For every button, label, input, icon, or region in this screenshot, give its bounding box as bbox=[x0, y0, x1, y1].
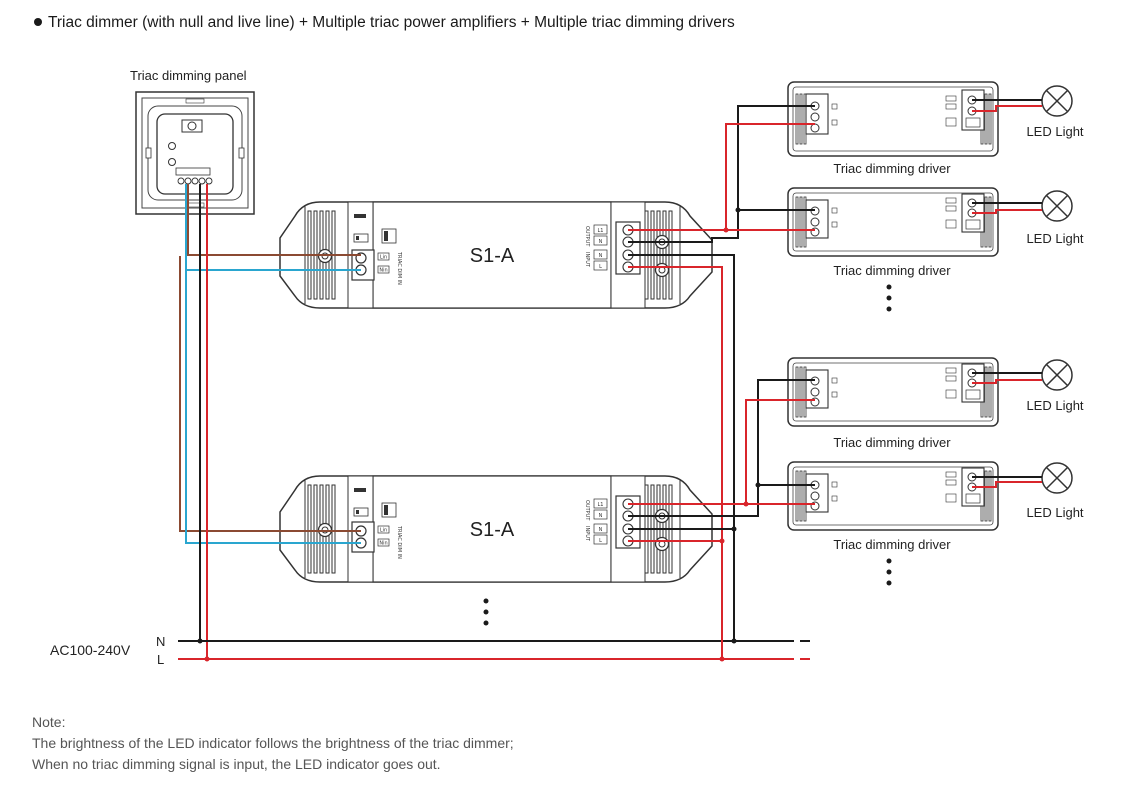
bullet-dot bbox=[34, 17, 42, 26]
driver-3-label: Triac dimming driver bbox=[833, 435, 951, 450]
note-heading: Note: bbox=[32, 714, 66, 730]
title-text: Triac dimmer (with null and live line) +… bbox=[48, 14, 735, 31]
driver-1-label: Triac dimming driver bbox=[833, 161, 951, 176]
note-line-1: The brightness of the LED indicator foll… bbox=[32, 735, 514, 751]
wire-led1-l bbox=[972, 105, 1042, 112]
wire-led4-l bbox=[972, 481, 1042, 488]
amp1-term-l1: L1 bbox=[598, 228, 604, 234]
led-light-4: LED Light bbox=[1026, 462, 1084, 520]
wire-led2-l bbox=[972, 209, 1042, 214]
wire-amp1-input-l bbox=[628, 266, 723, 659]
wire-amp1-out-l bbox=[628, 123, 815, 231]
led-light-4-label: LED Light bbox=[1026, 505, 1083, 520]
junctions-live bbox=[204, 227, 749, 662]
amp1-triac-label: TRIAC DIM IN bbox=[396, 251, 402, 285]
led-light-2: LED Light bbox=[1026, 190, 1084, 246]
driver-4: Triac dimming driver bbox=[787, 461, 999, 552]
amp1-term-n-in: N bbox=[599, 253, 603, 259]
amplifier-1: Lin Nin TRIAC DIM IN S1-A OUTPUT INPUT L… bbox=[279, 201, 713, 309]
wire-amp1-input-n bbox=[628, 254, 735, 641]
amp1-model: S1-A bbox=[470, 245, 515, 267]
continuation-dots bbox=[483, 284, 892, 626]
wire-amp1-out-n bbox=[628, 105, 815, 243]
wire-triac-lin-2 bbox=[179, 256, 361, 532]
amp2-term-n-in: N bbox=[599, 527, 603, 533]
note-line-2: When no triac dimming signal is input, t… bbox=[32, 756, 441, 772]
amp1-output-label: OUTPUT bbox=[584, 226, 590, 247]
wire-triac-lin bbox=[187, 184, 361, 256]
panel-label: Triac dimming panel bbox=[130, 68, 247, 83]
amp1-term-l-in: L bbox=[599, 264, 602, 270]
driver-3: Triac dimming driver bbox=[787, 357, 999, 450]
driver-1: Triac dimming driver bbox=[787, 81, 999, 176]
wires bbox=[178, 99, 1042, 660]
triac-dimming-panel: Triac dimming panel bbox=[130, 68, 255, 215]
led-light-3-label: LED Light bbox=[1026, 398, 1083, 413]
amp2-input-label: INPUT bbox=[584, 526, 590, 542]
wire-amp2-out-l bbox=[628, 399, 815, 505]
junctions bbox=[197, 207, 761, 644]
wire-led3-l bbox=[972, 379, 1042, 384]
amp1-nin-label: Nin bbox=[379, 268, 387, 274]
amp1-lin-label: Lin bbox=[380, 255, 387, 261]
amp2-triac-label: TRIAC DIM IN bbox=[396, 525, 402, 559]
led-light-1-label: LED Light bbox=[1026, 124, 1083, 139]
led-light-1: LED Light bbox=[1026, 85, 1084, 139]
amp2-model: S1-A bbox=[470, 519, 515, 541]
amp2-nin-label: Nin bbox=[379, 541, 387, 547]
driver-4-label: Triac dimming driver bbox=[833, 537, 951, 552]
amp1-input-label: INPUT bbox=[584, 252, 590, 268]
mains-voltage-label: AC100-240V bbox=[50, 642, 131, 658]
amplifier-2: Lin Nin TRIAC DIM IN S1-A OUTPUT INPUT L… bbox=[279, 475, 713, 583]
led-light-2-label: LED Light bbox=[1026, 231, 1083, 246]
amp2-lin-label: Lin bbox=[380, 528, 387, 534]
amp2-term-l-in: L bbox=[599, 538, 602, 544]
page-title: Triac dimmer (with null and live line) +… bbox=[34, 14, 735, 32]
amp2-term-l1: L1 bbox=[598, 502, 604, 508]
amp2-term-n-out: N bbox=[599, 513, 603, 519]
amp2-output-label: OUTPUT bbox=[584, 500, 590, 521]
wire-triac-nin-2 bbox=[185, 270, 361, 544]
led-light-3: LED Light bbox=[1026, 359, 1084, 413]
amp1-term-n-out: N bbox=[599, 239, 603, 245]
wire-amp2-out-n bbox=[628, 379, 815, 517]
note: Note: The brightness of the LED indicato… bbox=[32, 712, 514, 775]
driver-2: Triac dimming driver bbox=[787, 187, 999, 278]
driver-2-label: Triac dimming driver bbox=[833, 263, 951, 278]
mains-l-label: L bbox=[157, 652, 164, 667]
mains-n-label: N bbox=[156, 634, 165, 649]
